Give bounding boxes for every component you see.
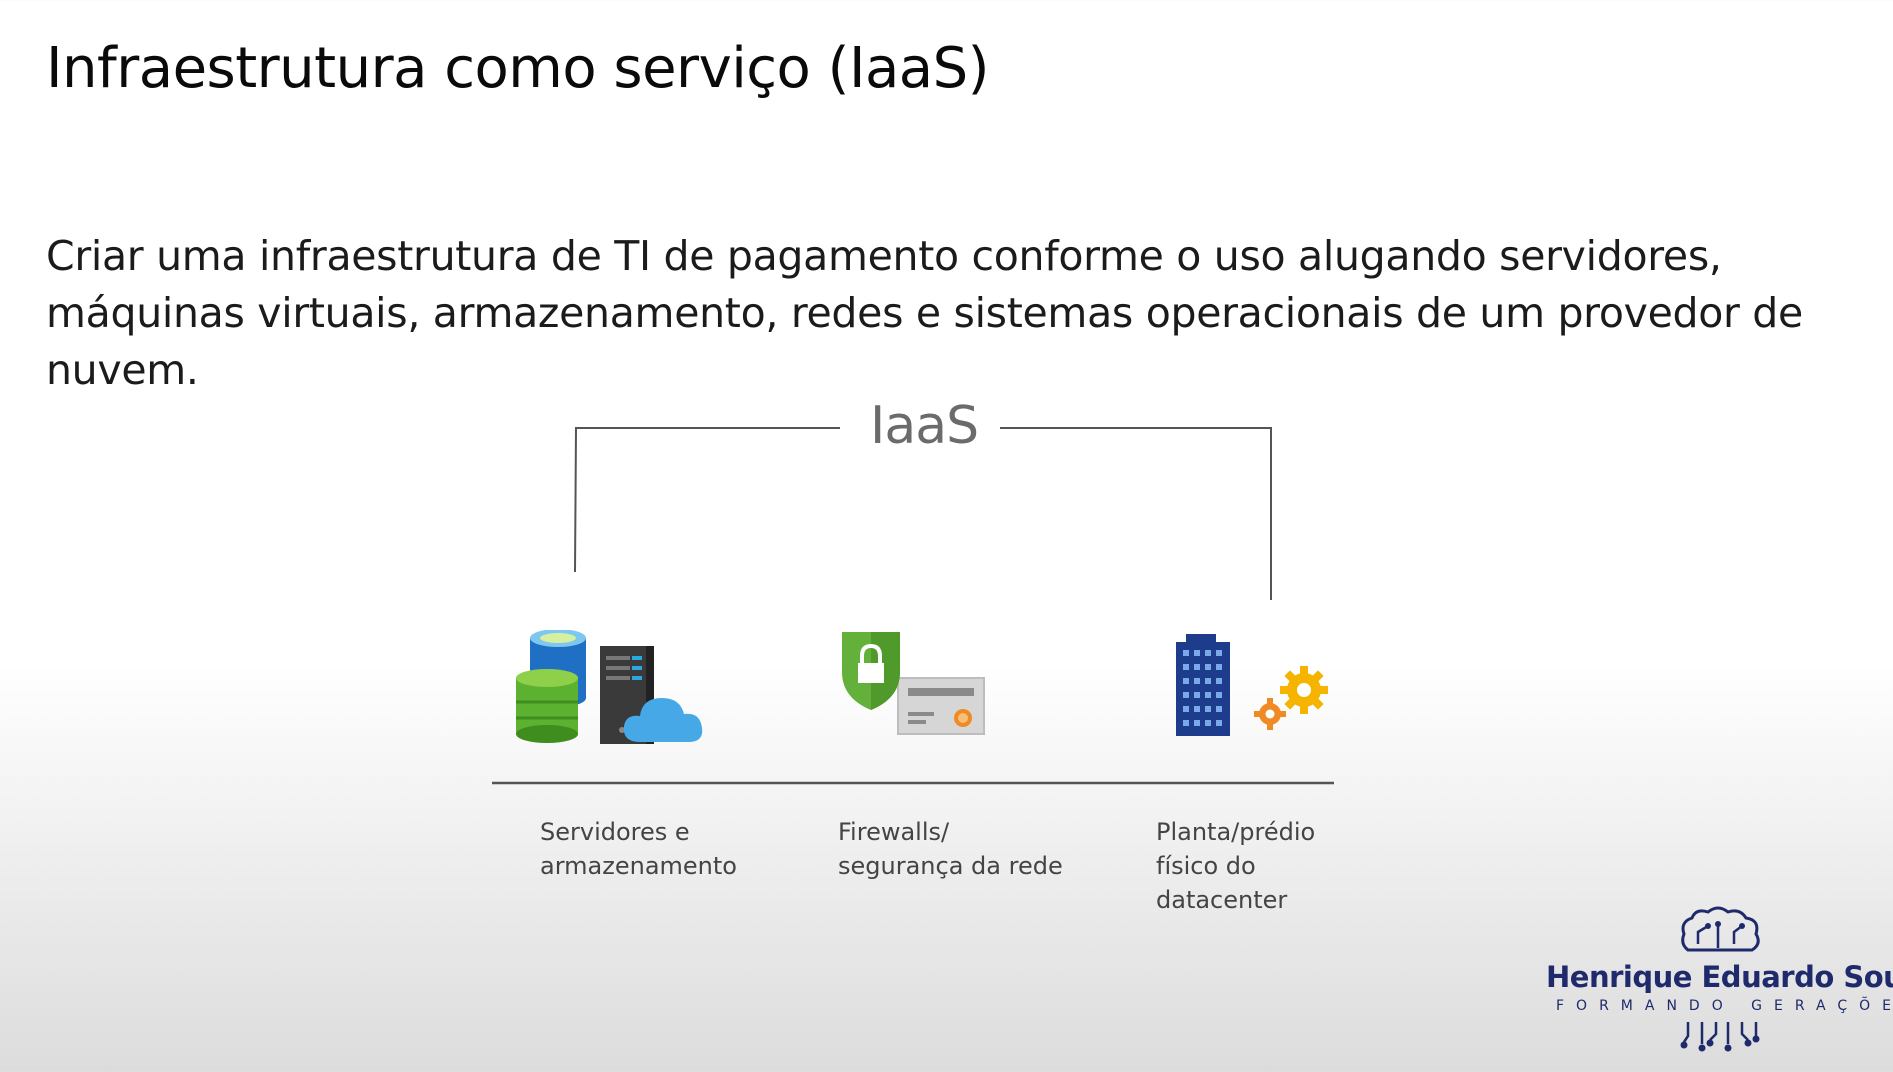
watermark-tagline: FORMANDO GERAÇÕES: [1556, 998, 1893, 1014]
iaas-label: IaaS: [870, 396, 979, 456]
caption-datacenter: Planta/prédio físico do datacenter: [1156, 818, 1316, 914]
slide-description: Criar uma infraestrutura de TI de pagame…: [46, 232, 1803, 394]
servers-storage-icon: [516, 630, 703, 744]
watermark-name: Henrique Eduardo Souza: [1546, 960, 1893, 994]
gear-icon: [1280, 666, 1328, 714]
small-gear-icon: [1254, 698, 1286, 730]
slide-title: Infraestrutura como serviço (IaaS): [46, 36, 990, 101]
datacenter-building-icon: [1176, 634, 1328, 736]
circuit-roots-icon: [1680, 1022, 1760, 1052]
watermark-logo: Henrique Eduardo Souza FORMANDO GERAÇÕES: [1546, 900, 1893, 1060]
firewall-security-icon: [842, 632, 985, 735]
brain-circuit-icon: [1681, 906, 1760, 952]
caption-servers: Servidores e armazenamento: [540, 818, 737, 880]
caption-firewalls: Firewalls/ segurança da rede: [838, 818, 1063, 880]
